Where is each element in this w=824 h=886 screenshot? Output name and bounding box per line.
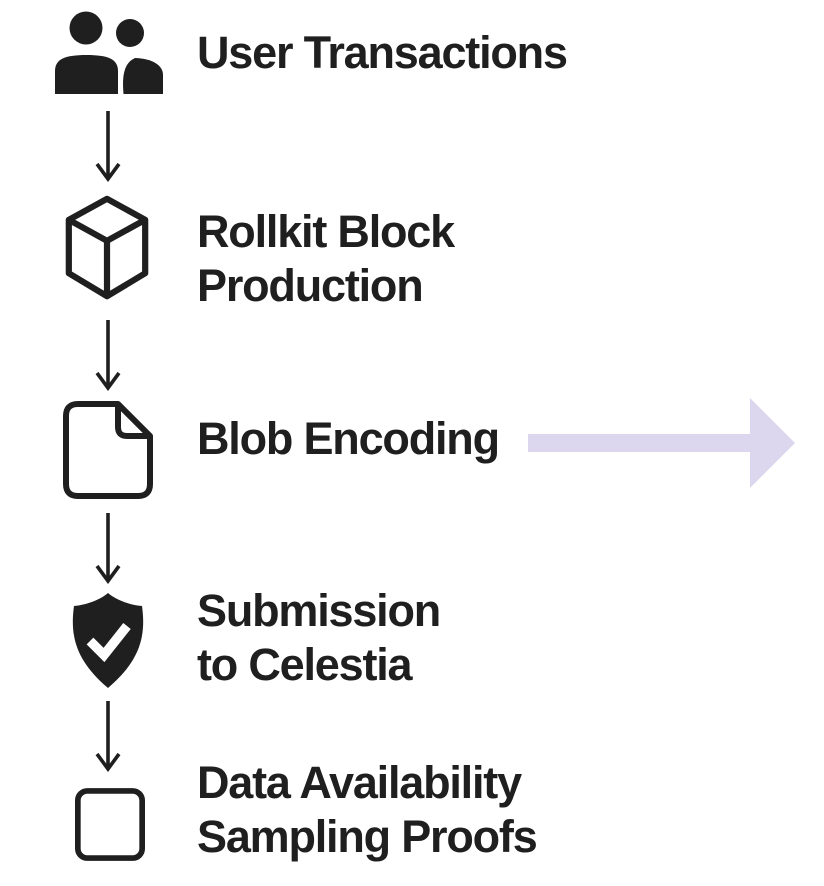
users-icon [55, 11, 163, 94]
label-line: to Celestia [197, 639, 413, 690]
label-line: Blob Encoding [197, 413, 500, 464]
shield-check-icon [67, 592, 149, 689]
cube-icon [65, 195, 149, 300]
label-line: Production [197, 260, 424, 311]
down-arrow-icon [93, 319, 123, 392]
label-line: User Transactions [197, 27, 568, 78]
square-icon [75, 788, 145, 861]
step-label-data-availability-sampling: Data Availability Sampling Proofs [197, 756, 538, 864]
right-arrow-icon [528, 398, 795, 488]
step-label-rollkit-block-production: Rollkit Block Production [197, 205, 455, 313]
file-icon [63, 401, 153, 499]
down-arrow-icon [93, 700, 123, 773]
label-line: Submission [197, 585, 441, 636]
step-label-submission-to-celestia: Submission to Celestia [197, 584, 441, 692]
step-label-user-transactions: User Transactions [197, 26, 568, 80]
step-label-blob-encoding: Blob Encoding [197, 412, 500, 466]
down-arrow-icon [93, 512, 123, 585]
down-arrow-icon [93, 110, 123, 183]
label-line: Rollkit Block [197, 206, 455, 257]
label-line: Data Availability [197, 757, 522, 808]
label-line: Sampling Proofs [197, 811, 538, 862]
